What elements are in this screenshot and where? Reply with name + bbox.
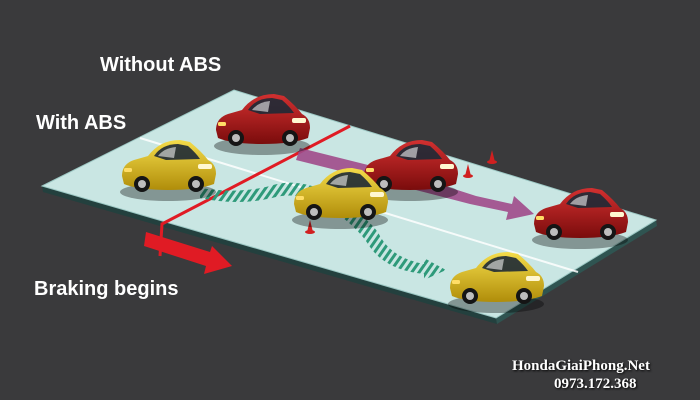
label-without-abs: Without ABS (100, 54, 221, 77)
watermark-phone: 0973.172.368 (554, 376, 637, 393)
label-with-abs: With ABS (36, 112, 126, 135)
cone-icon (487, 150, 497, 164)
watermark-site: HondaGiaiPhong.Net (512, 358, 650, 375)
label-braking-begins: Braking begins (34, 278, 178, 301)
